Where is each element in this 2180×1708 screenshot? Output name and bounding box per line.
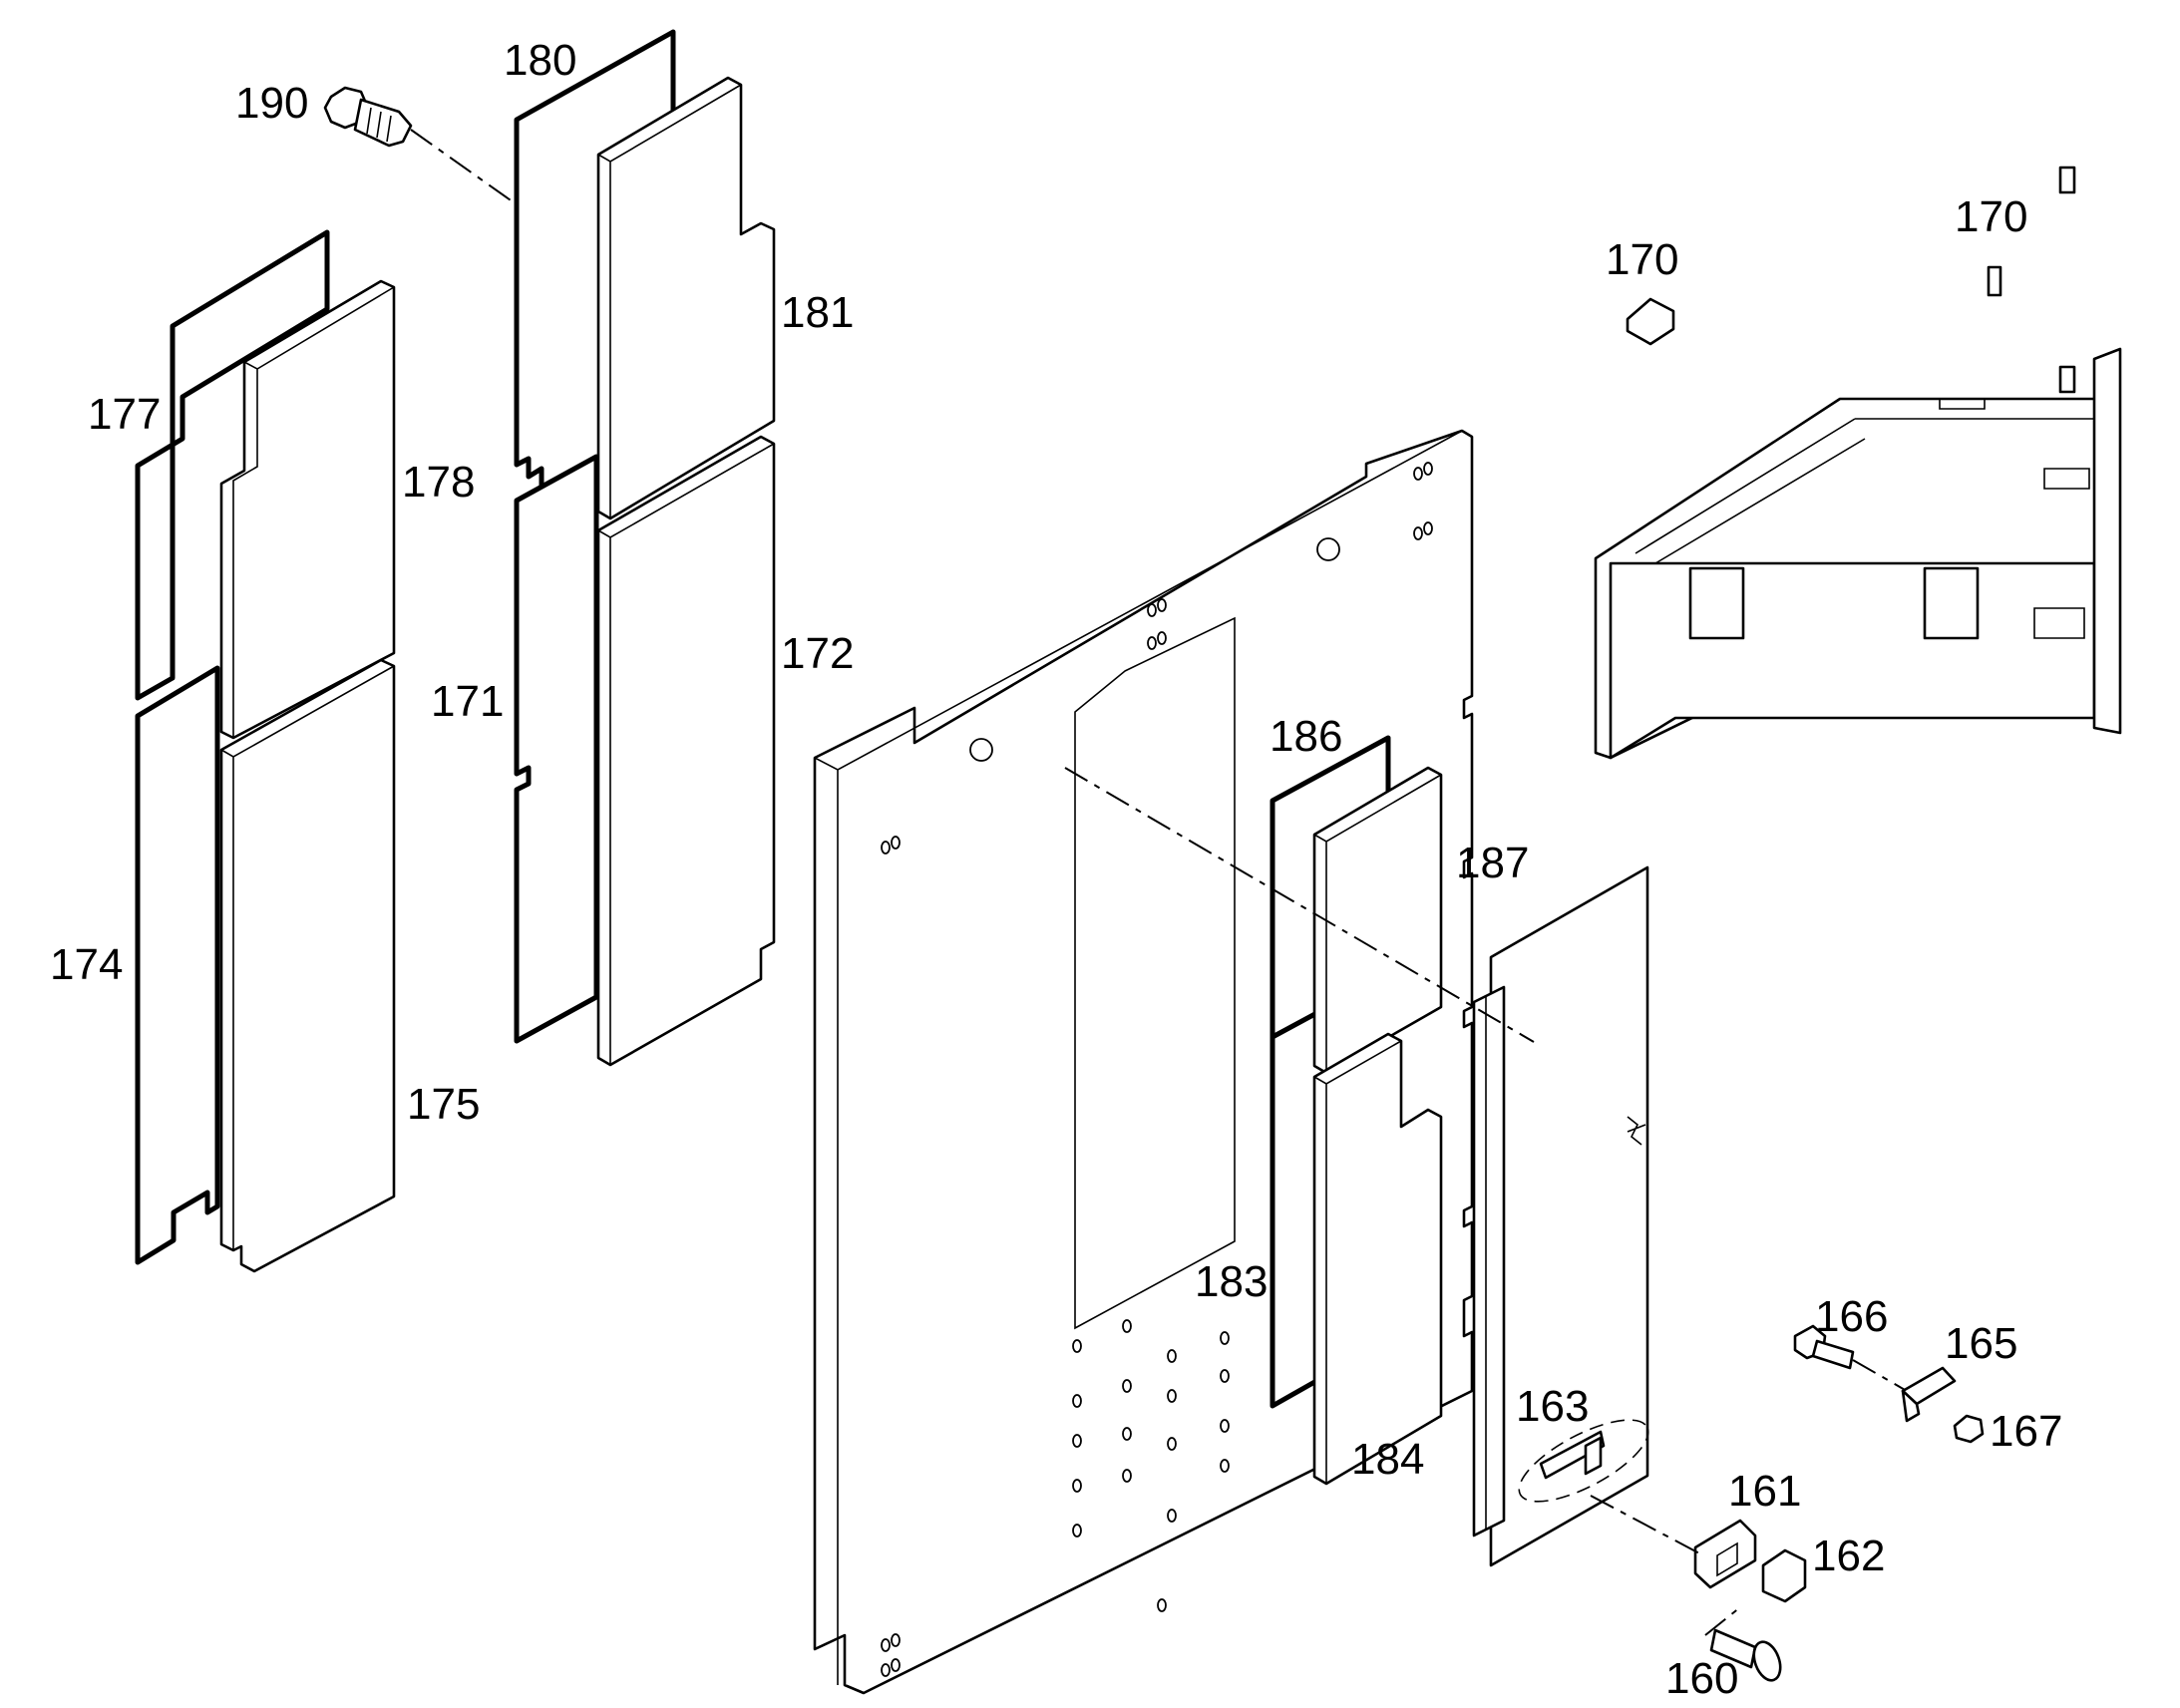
hinge-strip xyxy=(1472,985,1506,1537)
latch-cap-162 xyxy=(1761,1548,1807,1603)
latch-bracket-163 xyxy=(1518,1419,1649,1503)
leader-latch xyxy=(1590,1495,1704,1556)
callout-160: 160 xyxy=(1665,1654,1738,1703)
callout-171: 171 xyxy=(431,677,504,726)
callout-170-left: 170 xyxy=(1606,235,1678,284)
panel-holes xyxy=(881,462,1433,1677)
panel-187 xyxy=(1312,766,1443,1075)
clip-170-left xyxy=(1626,297,1675,346)
drawer-bracket-right xyxy=(1923,566,1980,640)
callout-184: 184 xyxy=(1351,1435,1424,1484)
latch-housing-161 xyxy=(1693,1519,1757,1589)
clip-170-right-bottom xyxy=(2058,365,2076,394)
leader-190 xyxy=(410,129,515,203)
callout-162: 162 xyxy=(1812,1532,1885,1580)
leader-160 xyxy=(1704,1606,1741,1636)
leader-166 xyxy=(1852,1359,1908,1392)
callout-166: 166 xyxy=(1815,1292,1888,1341)
callout-181: 181 xyxy=(781,288,854,337)
panel-172 xyxy=(596,435,776,1067)
drawer-bracket-left xyxy=(1688,566,1745,640)
callout-172: 172 xyxy=(781,629,854,678)
callout-161: 161 xyxy=(1728,1467,1801,1516)
callout-186: 186 xyxy=(1270,712,1342,761)
bolt-166 xyxy=(1793,1324,1855,1370)
panel-178 xyxy=(219,279,396,740)
callout-174: 174 xyxy=(50,940,123,989)
clip-170-right-top xyxy=(2058,166,2076,194)
callout-170-right: 170 xyxy=(1955,192,2027,241)
callout-190: 190 xyxy=(235,79,308,128)
screw-190 xyxy=(323,86,413,148)
bracket-165 xyxy=(1901,1366,1957,1423)
panel-175 xyxy=(219,658,396,1273)
callout-177: 177 xyxy=(88,390,161,439)
leader-door xyxy=(1064,767,1535,1043)
gasket-171 xyxy=(514,454,599,1044)
screw-160 xyxy=(1709,1628,1782,1682)
callout-165: 165 xyxy=(1945,1319,2017,1368)
callout-178: 178 xyxy=(402,458,475,507)
panel-184 xyxy=(1312,1032,1443,1486)
panel-181 xyxy=(596,76,776,520)
callout-175: 175 xyxy=(407,1080,480,1129)
callout-163: 163 xyxy=(1516,1382,1589,1431)
drawer-unit xyxy=(1594,347,2122,760)
callout-183: 183 xyxy=(1195,1257,1268,1306)
clip-170-right-mid xyxy=(1987,265,2002,297)
gasket-177 xyxy=(135,229,330,701)
nut-167 xyxy=(1953,1414,1985,1444)
gasket-174 xyxy=(135,665,220,1265)
callout-180: 180 xyxy=(504,36,576,85)
callout-187: 187 xyxy=(1456,839,1529,887)
callout-167: 167 xyxy=(1990,1407,2062,1456)
